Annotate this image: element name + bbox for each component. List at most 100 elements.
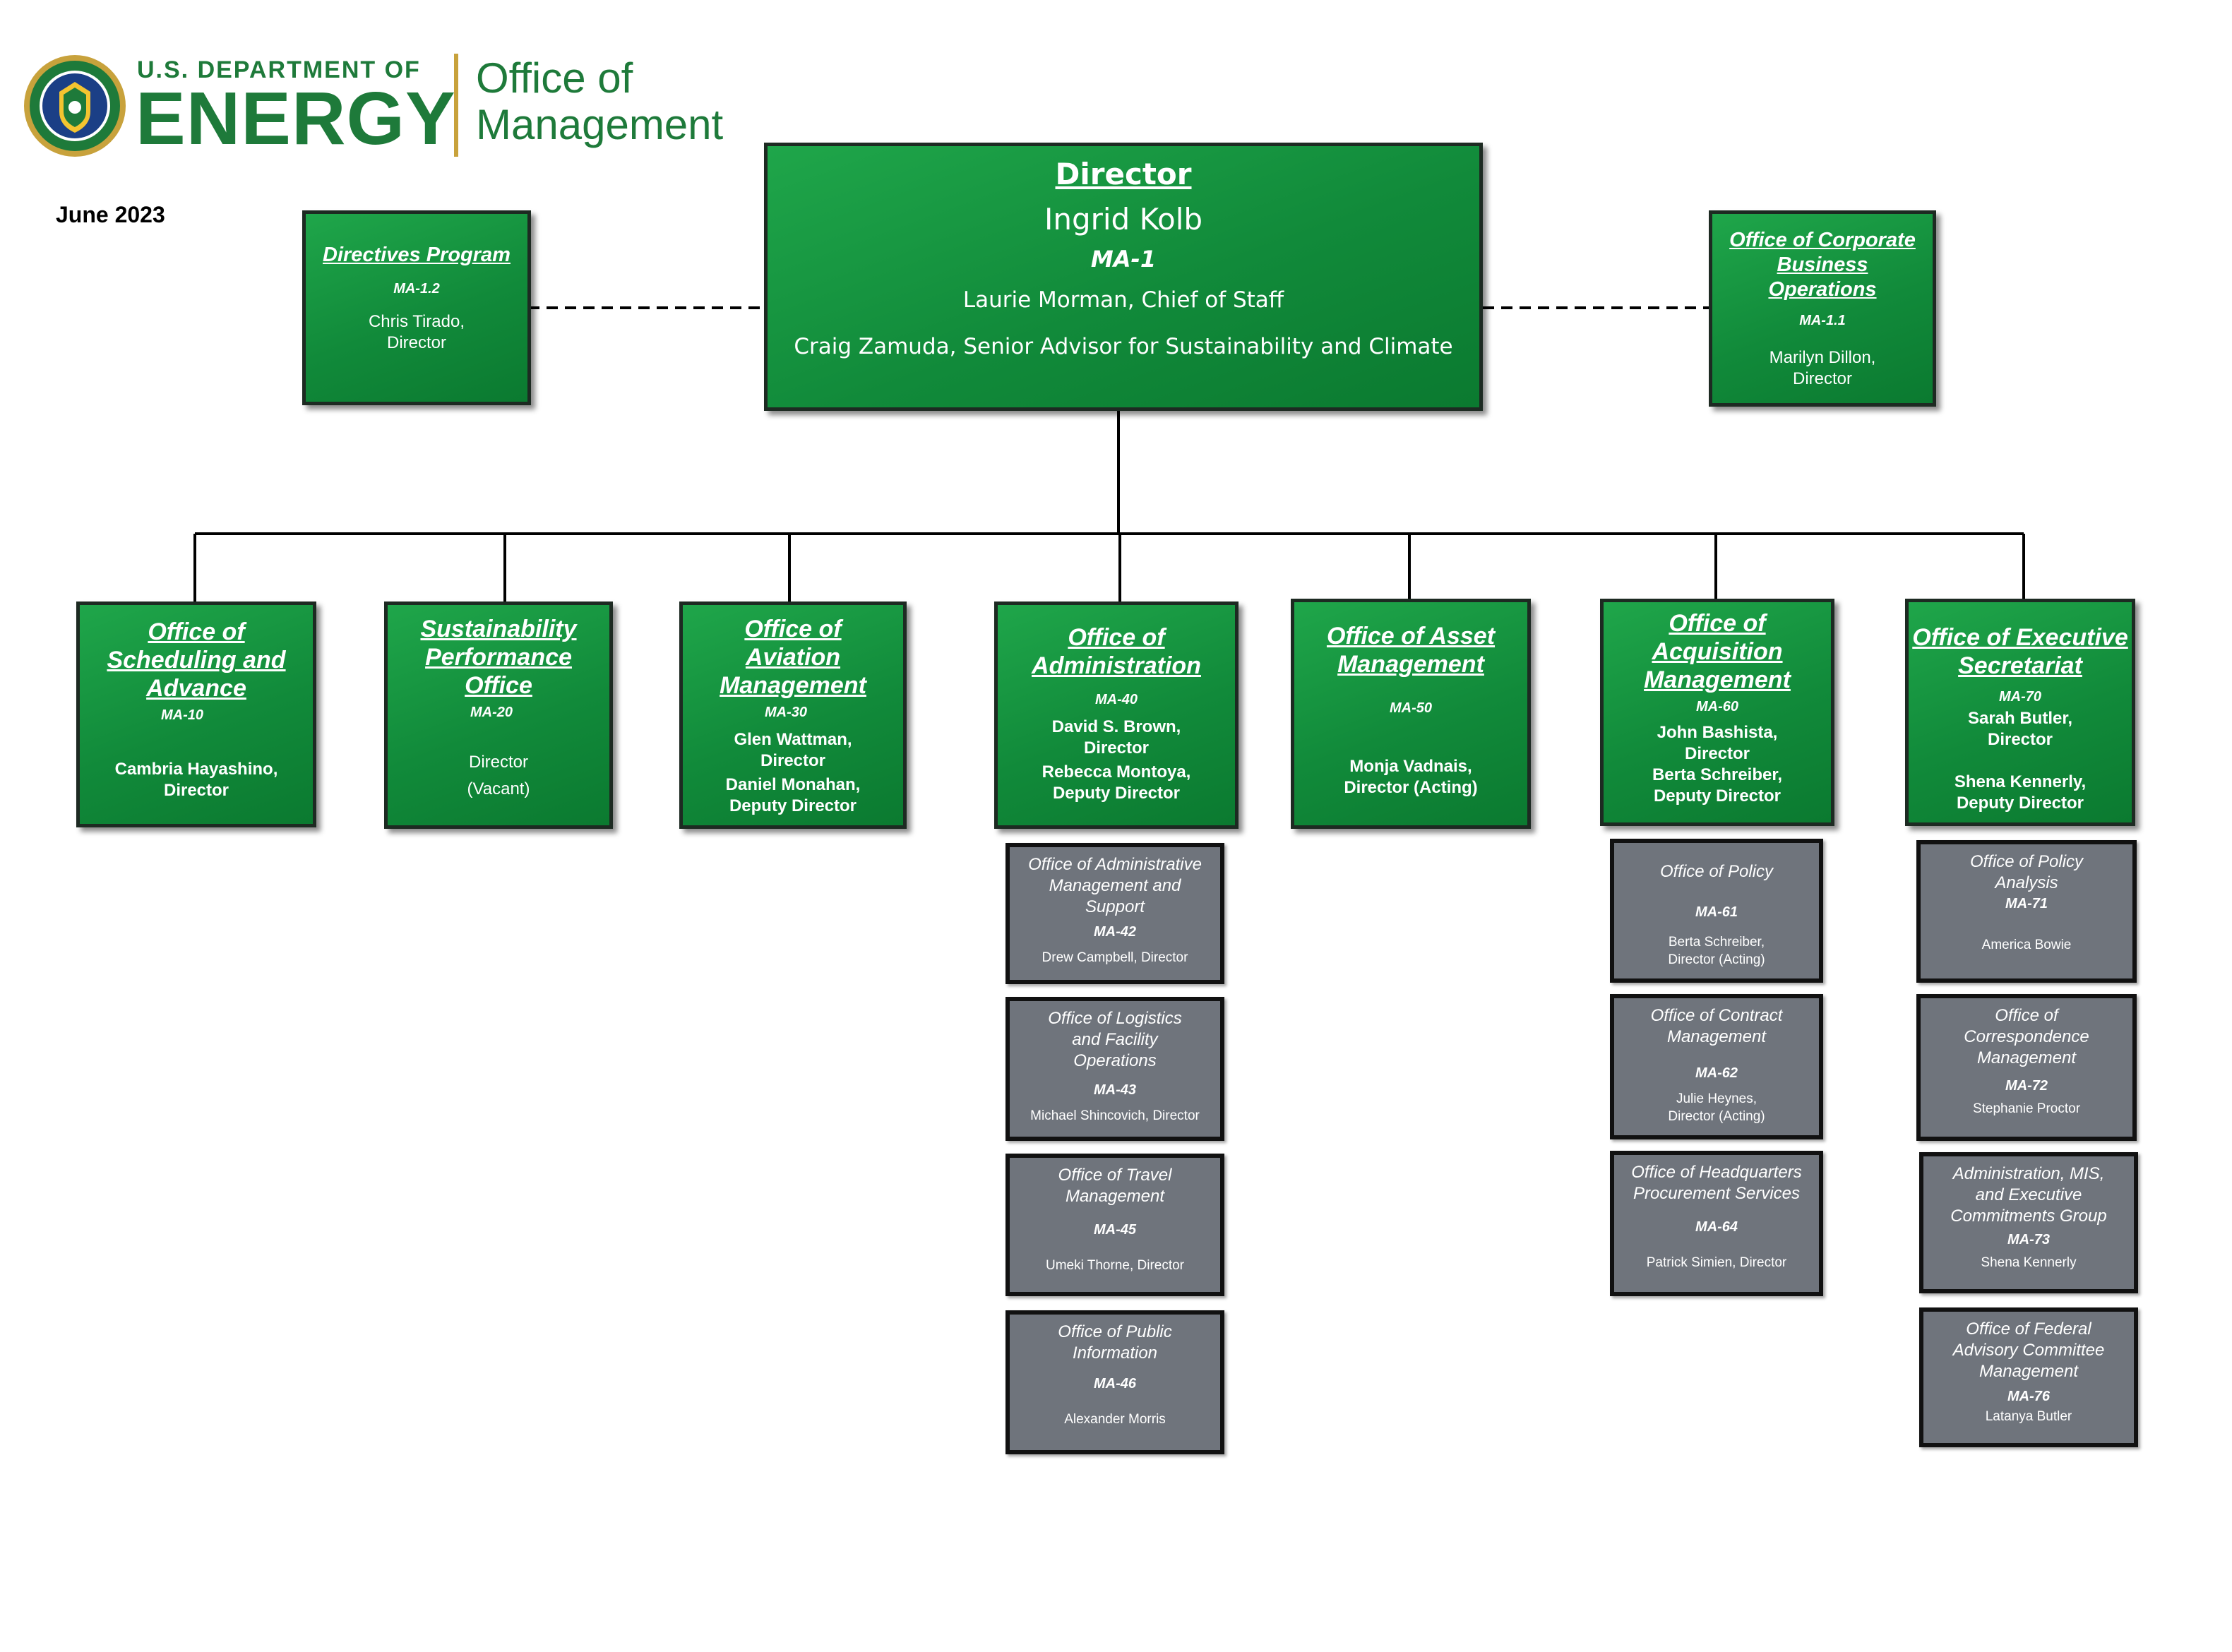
sub-ma76-box[interactable]: Office of Federal Advisory Committee Man…	[1919, 1307, 2138, 1447]
sub-ma45-box[interactable]: Office of Travel Management MA-45 Umeki …	[1005, 1154, 1224, 1296]
title-line: Secretariat	[1958, 652, 2082, 679]
sub-ma43-box[interactable]: Office of Logistics and Facility Operati…	[1005, 997, 1224, 1141]
sub-ma73-title: Administration, MIS, and Executive Commi…	[1950, 1163, 2106, 1227]
sub-ma76-people: Latanya Butler	[1985, 1409, 2072, 1424]
office-ma50-box[interactable]: Office of Asset Management MA-50 Monja V…	[1291, 599, 1531, 829]
person-line: Deputy Director	[1052, 784, 1181, 803]
sub-ma64-box[interactable]: Office of Headquarters Procurement Servi…	[1610, 1151, 1823, 1296]
person-line: Monja Vadnais,	[1349, 757, 1472, 776]
office-ma40-people: David S. Brown, Director Rebecca Montoya…	[1042, 717, 1191, 804]
title-line: Management	[720, 672, 866, 699]
person-line: Berta Schreiber,	[1652, 765, 1783, 784]
sub-ma62-people: Julie Heynes, Director (Acting)	[1668, 1090, 1765, 1125]
office-title: Office of Management	[476, 55, 723, 148]
person-line: Sarah Butler,	[1967, 709, 2073, 728]
sub-ma62-title: Office of Contract Management	[1651, 1005, 1783, 1048]
sub-ma62-code: MA-62	[1695, 1065, 1738, 1081]
sub-ma42-box[interactable]: Office of Administrative Management and …	[1005, 843, 1224, 984]
title-line: Office of Executive	[1912, 624, 2128, 651]
title-line: Management	[1976, 1048, 2077, 1067]
person-line: Director	[1083, 738, 1149, 758]
title-line: Office of Asset	[1326, 623, 1496, 650]
title-line: Office of Corporate	[1729, 229, 1916, 251]
office-ma10-people: Cambria Hayashino, Director	[115, 759, 278, 801]
person-line: Chris Tirado,	[368, 312, 465, 331]
title-line: Acquisition	[1652, 638, 1783, 665]
person-line: Director (Acting)	[1668, 952, 1765, 967]
sub-ma72-box[interactable]: Office of Correspondence Management MA-7…	[1916, 994, 2137, 1141]
office-ma70-box[interactable]: Office of Executive Secretariat MA-70 Sa…	[1905, 599, 2135, 826]
director-code: MA-1	[1090, 246, 1157, 273]
sub-ma61-title: Office of Policy	[1660, 861, 1773, 882]
title-line: Operations	[1768, 278, 1877, 301]
person-line: Marilyn Dillon,	[1769, 348, 1876, 367]
director-name: Ingrid Kolb	[1044, 202, 1203, 237]
office-ma30-title: Office of Aviation Management	[720, 615, 866, 700]
person-line: Director	[760, 751, 826, 770]
person-line: Daniel Monahan,	[725, 775, 861, 794]
sub-ma46-box[interactable]: Office of Public Information MA-46 Alexa…	[1005, 1310, 1224, 1454]
title-line: Office of Administrative	[1028, 855, 1202, 874]
corporate-business-ops-title: Office of Corporate Business Operations	[1729, 228, 1916, 302]
office-ma10-title: Office of Scheduling and Advance	[107, 618, 285, 702]
senior-advisor: Craig Zamuda, Senior Advisor for Sustain…	[794, 334, 1453, 359]
sub-ma61-box[interactable]: Office of Policy MA-61 Berta Schreiber, …	[1610, 839, 1823, 983]
person-line: David S. Brown,	[1051, 717, 1181, 736]
title-line: Aviation	[745, 644, 841, 671]
person-line: John Bashista,	[1657, 723, 1778, 742]
office-ma40-title: Office of Administration	[1032, 623, 1201, 680]
sub-ma71-box[interactable]: Office of Policy Analysis MA-71 America …	[1916, 840, 2137, 983]
title-line: Scheduling and	[107, 647, 286, 674]
office-ma30-people: Glen Wattman, Director Daniel Monahan, D…	[726, 729, 861, 817]
office-ma20-title: Sustainability Performance Office	[420, 615, 576, 700]
dept-line: U.S. DEPARTMENT OF	[137, 56, 421, 83]
sub-ma42-people: Drew Campbell, Director	[1042, 950, 1188, 965]
directives-program-code: MA-1.2	[393, 281, 440, 297]
corporate-business-ops-box[interactable]: Office of Corporate Business Operations …	[1709, 210, 1936, 407]
office-ma30-code: MA-30	[764, 705, 807, 720]
title-line: Management	[1337, 651, 1484, 678]
corporate-business-ops-people: Marilyn Dillon, Director	[1770, 347, 1876, 390]
person-line: Director	[1792, 369, 1852, 388]
title-line: Support	[1085, 897, 1145, 916]
sub-ma73-box[interactable]: Administration, MIS, and Executive Commi…	[1919, 1152, 2138, 1293]
title-line: Management and	[1049, 876, 1181, 895]
director-box[interactable]: Director Ingrid Kolb MA-1 Laurie Morman,…	[764, 143, 1483, 411]
sub-ma73-code: MA-73	[2007, 1232, 2050, 1247]
directives-program-box[interactable]: Directives Program MA-1.2 Chris Tirado, …	[302, 210, 531, 405]
office-ma50-code: MA-50	[1389, 700, 1432, 716]
title-line: Office of Logistics	[1048, 1009, 1182, 1028]
person-line: Director	[386, 333, 446, 352]
directives-program-people: Chris Tirado, Director	[369, 311, 465, 354]
sub-ma45-people: Umeki Thorne, Director	[1045, 1258, 1185, 1273]
title-line: Office of	[1995, 1006, 2058, 1025]
office-ma60-code: MA-60	[1695, 699, 1738, 714]
sub-ma64-code: MA-64	[1695, 1219, 1738, 1235]
sub-ma76-title: Office of Federal Advisory Committee Man…	[1953, 1319, 2105, 1382]
sub-ma61-code: MA-61	[1695, 904, 1738, 920]
title-line: Office of Contract	[1650, 1006, 1783, 1025]
title-line: and Facility	[1072, 1030, 1158, 1049]
office-ma20-box[interactable]: Sustainability Performance Office MA-20 …	[384, 601, 613, 829]
office-ma40-box[interactable]: Office of Administration MA-40 David S. …	[994, 601, 1239, 829]
person-line: Glen Wattman,	[734, 730, 852, 749]
office-ma30-box[interactable]: Office of Aviation Management MA-30 Glen…	[679, 601, 907, 829]
office-ma10-code: MA-10	[160, 707, 203, 723]
title-line: Sustainability	[420, 616, 577, 642]
title-line: Office of Federal	[1966, 1319, 2091, 1339]
person-line: Deputy Director	[729, 796, 857, 815]
sub-ma42-title: Office of Administrative Management and …	[1028, 854, 1202, 918]
sub-ma72-people: Stephanie Proctor	[1972, 1101, 2081, 1116]
sub-ma62-box[interactable]: Office of Contract Management MA-62 Juli…	[1610, 994, 1823, 1139]
office-ma60-box[interactable]: Office of Acquisition Management MA-60 J…	[1600, 599, 1834, 826]
sub-ma73-people: Shena Kennerly	[1981, 1255, 2077, 1270]
person-line: Rebecca Montoya,	[1042, 762, 1191, 782]
sub-ma46-title: Office of Public Information	[1058, 1322, 1171, 1364]
person-line: Julie Heynes,	[1676, 1091, 1757, 1106]
doe-seal	[23, 54, 127, 158]
person-line: Cambria Hayashino,	[114, 760, 278, 779]
office-ma10-box[interactable]: Office of Scheduling and Advance MA-10 C…	[76, 601, 316, 827]
office-ma60-title: Office of Acquisition Management	[1644, 609, 1791, 694]
office-ma20-code: MA-20	[470, 705, 513, 720]
